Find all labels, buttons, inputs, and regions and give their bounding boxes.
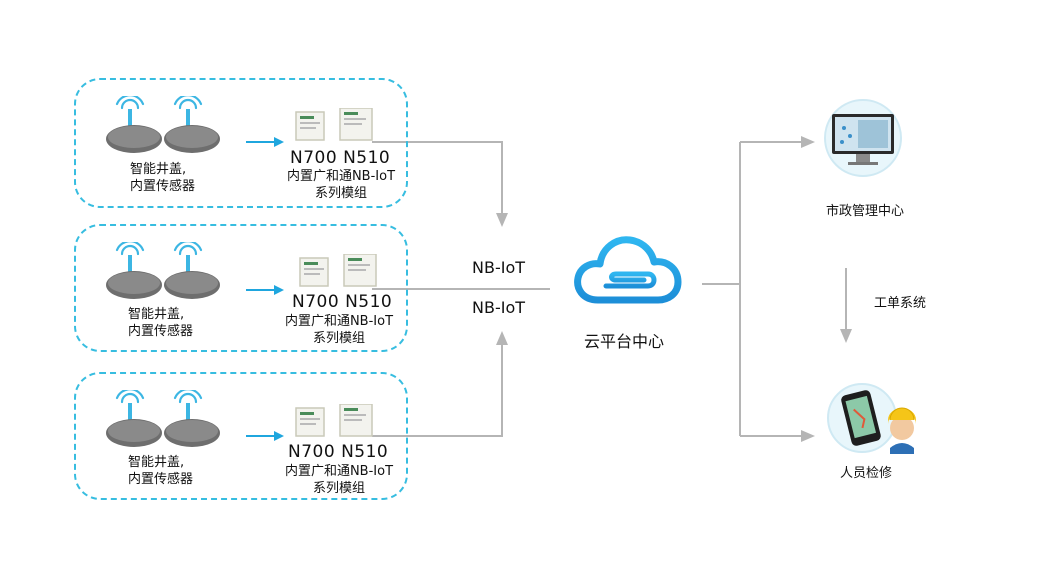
cover-label-line2: 内置传感器 [128,472,194,487]
manhole-cover-icon [106,242,220,299]
monitor-icon [824,99,902,177]
module-description-line1: 内置广和通NB-IoT [284,314,394,329]
phone-worker-icon [827,383,916,454]
inspection-label: 人员检修 [840,466,893,481]
cover-label-line1: 智能井盖, [130,162,187,177]
module-models-label: N700 N510 [292,292,393,312]
cover-label: 智能井盖, 内置传感器 [128,306,193,340]
network-label-bottom: NB-IoT [472,298,525,317]
module-chip-icon [299,254,377,287]
manhole-cover-icon [106,390,220,447]
module-description: 内置广和通NB-IoT 系列模组 [282,168,400,202]
municipal-center-label: 市政管理中心 [826,204,905,219]
module-description-line2: 系列模组 [312,331,365,346]
module-description: 内置广和通NB-IoT 系列模组 [280,463,398,497]
module-chip-icon [295,108,373,141]
module-description-line2: 系列模组 [314,186,367,201]
device-group-2 [74,224,408,352]
cover-label: 智能井盖, 内置传感器 [130,161,195,195]
cloud-icon [574,236,682,304]
device-group-1 [74,78,408,208]
cover-label-line1: 智能井盖, [128,455,185,470]
module-description-line2: 系列模组 [312,481,365,496]
network-label-top: NB-IoT [472,258,525,277]
module-description: 内置广和通NB-IoT 系列模组 [280,313,398,347]
cover-label: 智能井盖, 内置传感器 [128,454,193,488]
module-models-label: N700 N510 [290,148,391,168]
cover-label-line2: 内置传感器 [128,324,194,339]
module-description-line1: 内置广和通NB-IoT [286,169,396,184]
cover-label-line1: 智能井盖, [128,307,185,322]
connector-group3 [372,331,508,437]
work-order-label: 工单系统 [874,296,927,311]
module-chip-icon [295,404,373,437]
module-models-label: N700 N510 [288,442,389,462]
cloud-label: 云平台中心 [584,332,665,351]
device-group-3 [74,372,408,500]
module-description-line1: 内置广和通NB-IoT [284,464,394,479]
cover-label-line2: 内置传感器 [130,179,196,194]
manhole-cover-icon [106,96,220,153]
connector-group1 [372,141,508,227]
